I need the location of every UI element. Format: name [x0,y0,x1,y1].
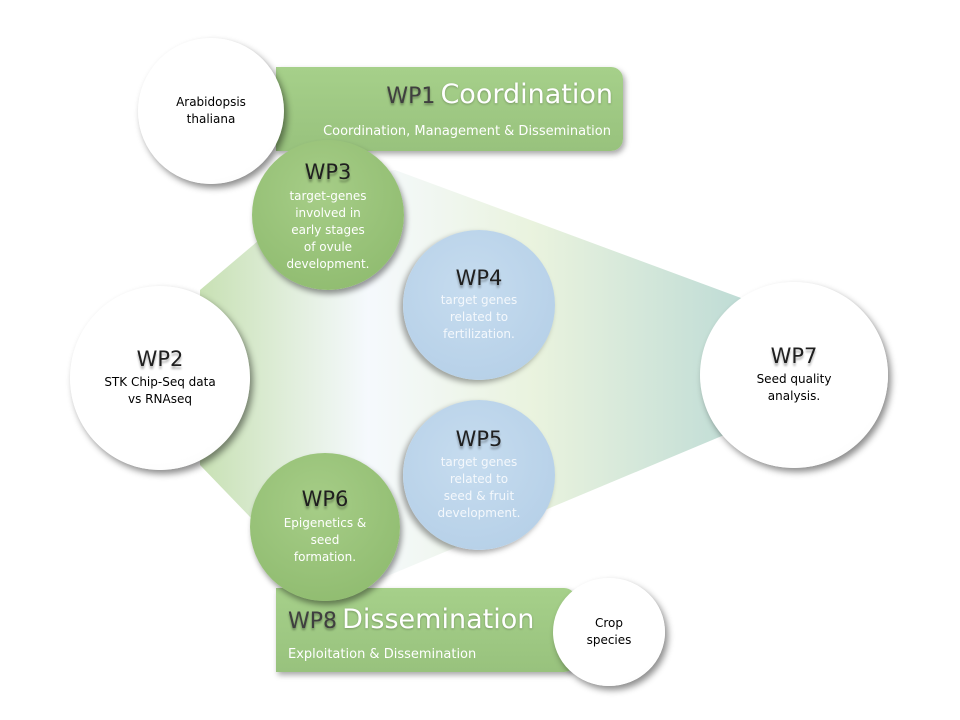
arabidopsis-line2: thaliana [186,112,236,126]
wp1-title: WP1 Coordination [386,79,613,110]
wp1-title-text: Coordination [440,79,613,110]
wp6-line1: Epigenetics & [283,515,367,530]
wp8-subtitle: Exploitation & Dissemination [288,647,477,662]
wp4-circle: WP4 target genes related to fertilizatio… [403,230,555,380]
wp8-title-text: Dissemination [342,604,535,635]
wp5-line4: development. [437,505,521,520]
wp7-line1: Seed quality [756,371,832,386]
wp7-circle: WP7 Seed quality analysis. [700,282,888,468]
wp4-line3: fertilization. [443,327,515,342]
arabidopsis-line1: Arabidopsis [176,95,246,109]
wp3-circle: WP3 target-genes involved in early stage… [252,140,404,290]
wp2-circle: WP2 STK Chip-Seq data vs RNAseq [70,286,250,470]
wp1-subtitle: Coordination, Management & Dissemination [323,124,611,139]
wp5-circle: WP5 target genes related to seed & fruit… [403,400,555,550]
wp5-code: WP5 [455,427,503,452]
crop-species-circle: Crop species [553,578,665,686]
crop-line2: species [586,633,632,647]
wp3-line4: of ovule [303,239,353,254]
wp5-line1: target genes [440,454,518,469]
crop-line1: Crop [594,616,623,630]
wp6-code: WP6 [301,487,349,512]
wp1-banner: WP1 Coordination Coordination, Managemen… [276,67,623,151]
wp7-code: WP7 [770,344,818,369]
wp8-code: WP8 [288,609,338,634]
wp3-line1: target-genes [289,188,367,203]
wp2-line1: STK Chip-Seq data [104,374,216,389]
wp2-line2: vs RNAseq [128,391,192,406]
wp4-code: WP4 [455,265,503,290]
wp2-code: WP2 [136,347,184,372]
wp1-code: WP1 [386,84,436,109]
wp3-line2: involved in [295,205,361,220]
wp5-line2: related to [449,471,509,486]
wp6-line2: seed [310,532,340,547]
wp3-line3: early stages [291,222,365,237]
wp7-line2: analysis. [767,388,821,403]
wp5-line3: seed & fruit [443,488,515,503]
wp4-line2: related to [449,310,509,325]
wp3-code: WP3 [304,160,352,185]
wp4-line1: target genes [440,293,518,308]
wp3-line5: development. [286,256,370,271]
wp6-circle: WP6 Epigenetics & seed formation. [250,453,400,601]
wp8-banner: WP8 Dissemination Exploitation & Dissemi… [276,588,576,672]
wp8-title: WP8 Dissemination [288,604,534,635]
arabidopsis-circle: Arabidopsis thaliana [138,38,284,184]
wp6-line3: formation. [293,549,357,564]
